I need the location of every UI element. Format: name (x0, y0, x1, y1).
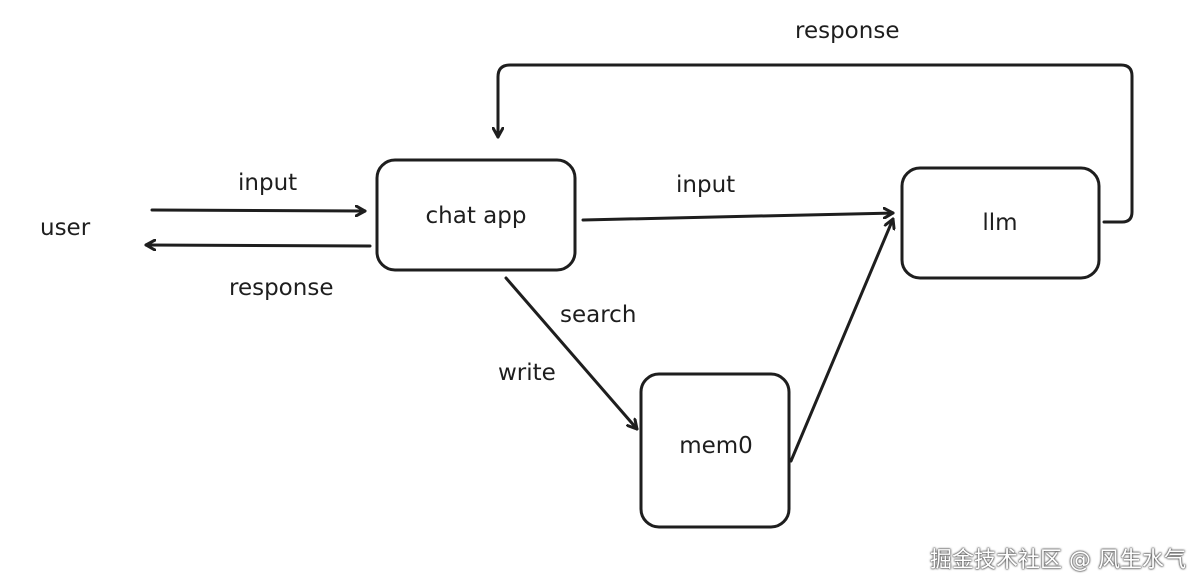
edge-chat-to-mem0 (504, 276, 639, 431)
node-mem0: mem0 (639, 372, 791, 529)
node-llm-label: llm (982, 210, 1017, 236)
node-mem0-label: mem0 (679, 433, 753, 459)
node-chat-app: chat app (375, 158, 577, 272)
node-llm: llm (900, 166, 1101, 280)
node-chat-app-label: chat app (426, 203, 527, 229)
node-user: user (40, 215, 91, 241)
edge-label-user-response: response (229, 275, 333, 301)
edge-mem0-to-llm (789, 217, 893, 463)
edge-user-to-chat-input (150, 210, 367, 211)
edge-label-write: write (498, 360, 556, 386)
edge-label-llm-input: input (676, 172, 735, 198)
watermark: 掘金技术社区 @ 风生水气 (930, 548, 1186, 573)
edge-label-llm-response: response (795, 18, 899, 44)
edge-label-search: search (560, 302, 636, 328)
edge-llm-to-chat-response (498, 63, 1134, 224)
edge-chat-to-user-response (144, 245, 372, 246)
edge-label-user-input: input (238, 170, 297, 196)
edge-chat-to-llm-input (581, 213, 895, 222)
